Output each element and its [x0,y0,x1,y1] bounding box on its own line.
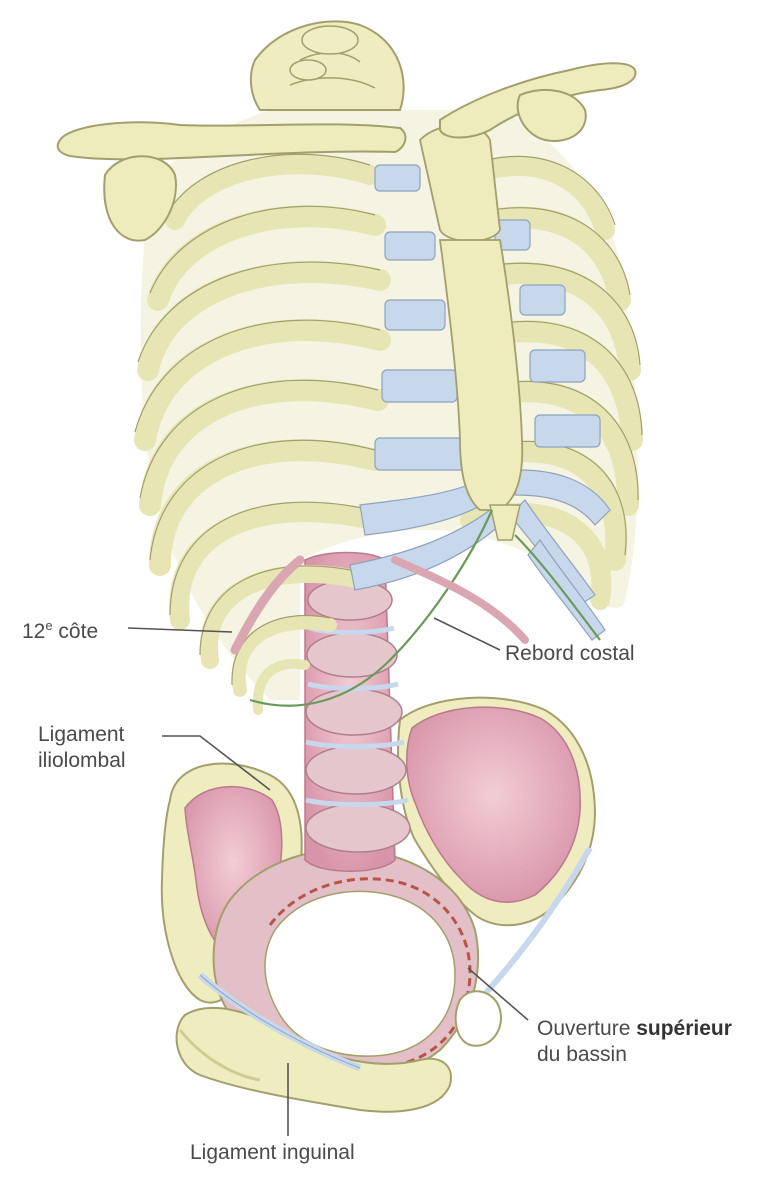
label-12th-rib-word: côte [53,620,99,643]
rib-cage [135,110,642,710]
pelvic-inlet [265,891,455,1056]
label-12th-rib: 12e côte [22,613,98,645]
label-12th-rib-number: 12 [22,620,45,643]
label-ligament-iliolombal-line1: Ligament [38,722,126,748]
label-ouverture-bold: supérieur [636,1017,732,1040]
label-rebord-costal-text: Rebord costal [505,642,635,665]
label-ligament-iliolombal-line2: iliolombal [38,748,126,774]
label-ouverture-word: Ouverture [537,1017,636,1040]
label-rebord-costal: Rebord costal [505,641,635,667]
label-ligament-inguinal: Ligament inguinal [190,1140,355,1166]
label-ouverture-line2: du bassin [537,1042,732,1068]
label-12th-rib-superscript: e [45,618,52,633]
label-ligament-iliolombal: Ligament iliolombal [38,722,126,774]
label-ligament-inguinal-text: Ligament inguinal [190,1141,355,1164]
label-ouverture-superieur: Ouverture supérieur du bassin [537,1016,732,1068]
lumbar-spine [305,553,410,872]
